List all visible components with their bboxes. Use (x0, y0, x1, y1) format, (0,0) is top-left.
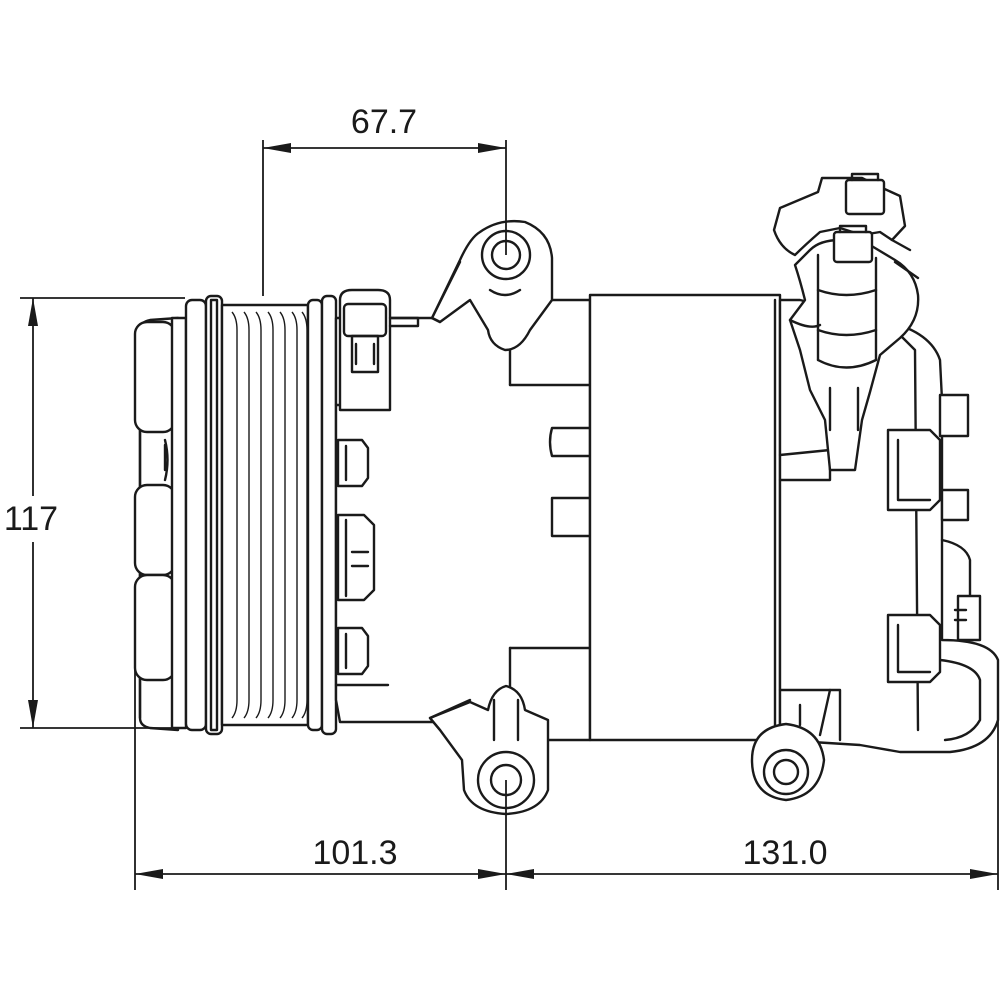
dimension-top-width-label: 67.7 (351, 103, 417, 141)
pulley (184, 294, 338, 736)
dimension-top-width: 67.7 (262, 103, 507, 296)
pulley-groove (291, 311, 298, 719)
front-housing (334, 288, 592, 742)
dimension-height: 117 (0, 297, 185, 729)
dimension-bottom: 101.3 131.0 (134, 665, 999, 890)
control-valve-connector (772, 172, 920, 472)
rear-mounting-ear (750, 688, 832, 802)
pulley-groove (267, 311, 274, 719)
pulley-grooves (231, 311, 308, 719)
pulley-groove (243, 311, 250, 719)
clutch-plate (133, 316, 188, 732)
dimension-bottom-left-label: 101.3 (312, 834, 397, 872)
dimension-height-label: 117 (4, 500, 58, 538)
pulley-groove (279, 311, 286, 719)
pulley-groove (255, 311, 262, 719)
dimension-bottom-right-label: 131.0 (742, 834, 827, 872)
pulley-groove (231, 311, 238, 719)
compressor-barrel (588, 293, 782, 742)
